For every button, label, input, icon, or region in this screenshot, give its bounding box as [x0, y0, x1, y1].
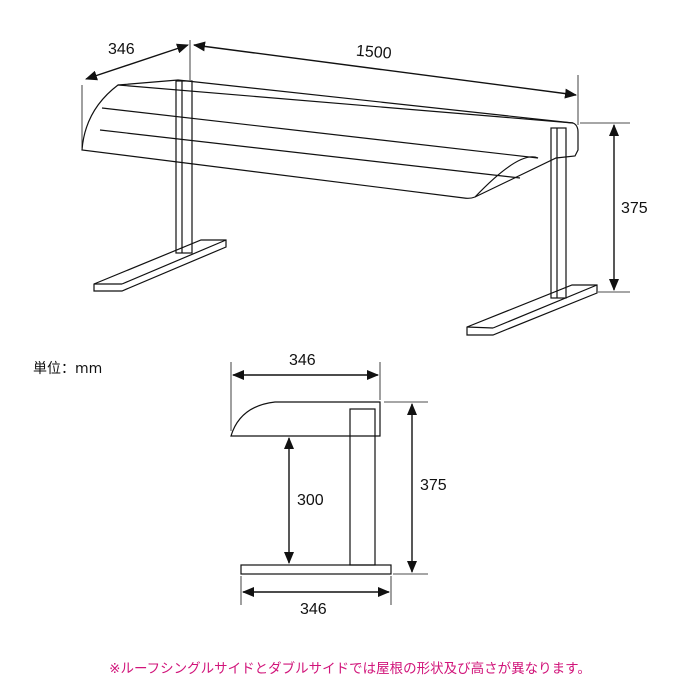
side-view	[230, 362, 428, 605]
side-clearance-label: 300	[297, 492, 324, 509]
roof-curve-right	[474, 156, 539, 198]
left-leg	[175, 80, 193, 254]
left-foot-top-edge	[121, 239, 227, 285]
perspective-dimensions	[85, 41, 619, 291]
unit-label: 単位：mm	[33, 361, 103, 377]
side-view-dimensions	[232, 370, 417, 597]
roof-outline	[81, 79, 579, 199]
side-top-depth-label: 346	[289, 352, 316, 369]
left-foot	[93, 239, 227, 292]
side-roof	[230, 401, 381, 437]
depth-arrow	[85, 43, 189, 81]
side-base	[240, 564, 392, 575]
depth-dimension-label: 346	[108, 41, 135, 58]
width-arrow	[193, 41, 577, 99]
right-foot	[466, 284, 598, 336]
right-leg	[550, 127, 567, 299]
side-post	[349, 408, 376, 566]
height-dimension-label: 375	[621, 200, 648, 217]
width-dimension-label: 1500	[355, 43, 392, 63]
right-foot-top-edge	[492, 284, 598, 329]
right-foot-top	[466, 326, 494, 329]
perspective-view	[81, 40, 630, 336]
side-base-depth-label: 346	[300, 601, 327, 618]
roof-curve-front	[101, 107, 539, 159]
roof-back-edge	[99, 129, 521, 179]
side-height-label: 375	[420, 477, 447, 494]
footnote-note: ※ルーフシングルサイドとダブルサイドでは屋根の形状及び高さが異なります。	[109, 661, 591, 677]
